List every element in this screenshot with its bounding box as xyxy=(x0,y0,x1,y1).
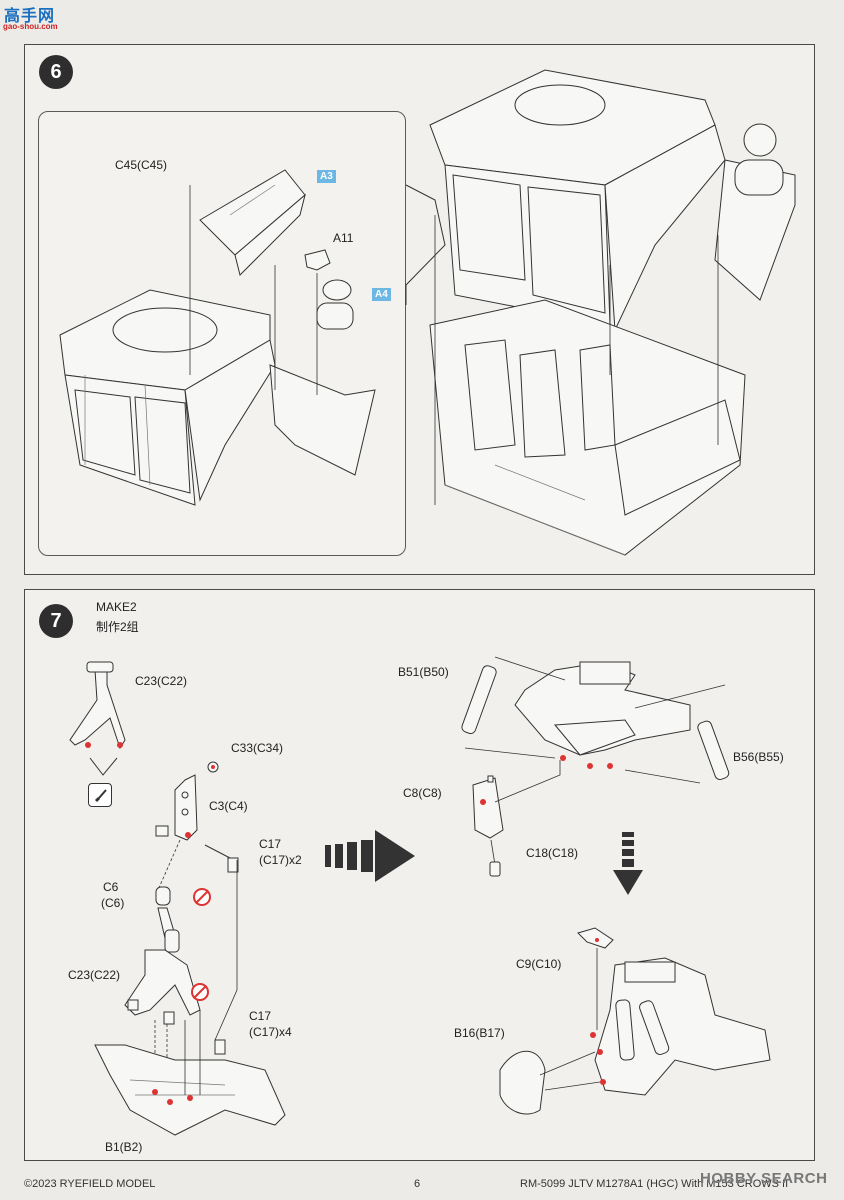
label-c6-1: C6 xyxy=(103,880,119,894)
part-c23-mid-drawing xyxy=(124,949,226,1055)
step-7-panel: 7 MAKE2 制作2组 xyxy=(24,589,815,1161)
part-c8-drawing xyxy=(472,775,504,839)
footer-copyright: ©2023 RYEFIELD MODEL xyxy=(24,1178,156,1190)
part-c18-drawing xyxy=(489,861,501,877)
part-c6-drawing xyxy=(155,886,180,953)
paint-brush-icon xyxy=(88,783,112,807)
tag-a3: A3 xyxy=(317,170,336,183)
label-b1: B1(B2) xyxy=(105,1140,143,1154)
main-cab-drawing xyxy=(429,69,796,556)
part-c23-top-drawing xyxy=(69,661,126,750)
label-c17-b1: C17 xyxy=(249,1009,272,1023)
step-6-panel: 6 xyxy=(24,44,815,575)
part-a3-drawing xyxy=(199,169,306,276)
label-c18: C18(C18) xyxy=(526,846,579,860)
part-c3-drawing xyxy=(155,761,239,873)
label-b51: B51(B50) xyxy=(398,665,449,679)
arrow-down-icon xyxy=(613,832,643,895)
lower-right-assembly-drawing xyxy=(499,927,771,1115)
label-c17-b2: (C17)x4 xyxy=(249,1025,292,1039)
site-logo: 高手网 gao-shou.com xyxy=(0,0,70,36)
label-c8: C8(C8) xyxy=(403,786,442,800)
label-c9: C9(C10) xyxy=(516,957,562,971)
label-a11: A11 xyxy=(333,231,354,245)
label-c23-top: C23(C22) xyxy=(135,674,188,688)
part-a11-drawing xyxy=(304,249,331,271)
label-c33: C33(C34) xyxy=(231,741,284,755)
label-c17-a2: (C17)x2 xyxy=(259,853,302,867)
step-7-badge: 7 xyxy=(39,604,73,638)
make-count-cn: 制作2组 xyxy=(96,620,139,634)
label-c3: C3(C4) xyxy=(209,799,248,813)
watermark-hobby-search: HOBBY SEARCH xyxy=(700,1170,828,1187)
label-b56: B56(B55) xyxy=(733,750,784,764)
step-6-art xyxy=(59,69,796,556)
upper-right-assembly-drawing xyxy=(461,661,730,780)
label-c23-mid: C23(C22) xyxy=(68,968,121,982)
footer-page-number: 6 xyxy=(414,1178,421,1190)
no-glue-icon xyxy=(191,983,209,1001)
part-a4-drawing xyxy=(316,279,354,330)
footer-product: RM-5099 JLTV M1278A1 (HGC) With M153 CRO… xyxy=(520,1178,789,1190)
site-logo-url: gao-shou.com xyxy=(3,22,58,31)
step-6-badge: 6 xyxy=(39,55,73,89)
no-glue-icon xyxy=(193,888,211,906)
label-b16: B16(B17) xyxy=(454,1026,505,1040)
label-c6-2: (C6) xyxy=(101,896,125,910)
make-count-en: MAKE2 xyxy=(96,600,137,614)
arrow-right-icon xyxy=(325,830,415,882)
label-c17-a1: C17 xyxy=(259,837,282,851)
part-b1-drawing xyxy=(94,1044,286,1136)
site-logo-text: 高手网 xyxy=(4,8,56,25)
step-7-art xyxy=(69,656,771,1136)
label-c45: C45(C45) xyxy=(115,158,168,172)
tag-a4: A4 xyxy=(372,288,391,301)
inset-cab-drawing xyxy=(59,289,376,506)
